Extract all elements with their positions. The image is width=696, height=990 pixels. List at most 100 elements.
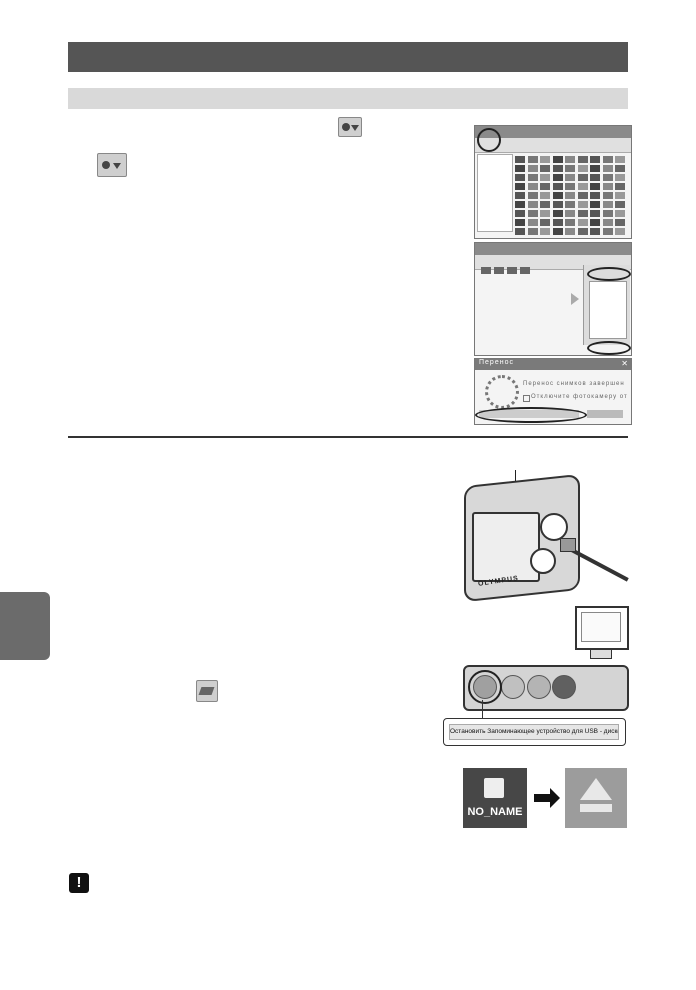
thumbnail[interactable] (565, 210, 575, 217)
thumbnail[interactable] (527, 219, 538, 226)
thumbnail[interactable] (565, 192, 575, 199)
thumbnail[interactable] (515, 219, 525, 226)
thumbnail[interactable] (565, 219, 575, 226)
thumbnail[interactable] (602, 210, 613, 217)
thumbnail[interactable] (515, 165, 525, 172)
thumbnail[interactable] (527, 183, 538, 190)
thumbnail[interactable] (577, 210, 588, 217)
thumbnail[interactable] (540, 183, 550, 190)
highlight-circle (477, 128, 501, 152)
thumbnail[interactable] (540, 174, 550, 181)
thumbnail[interactable] (590, 201, 600, 208)
thumbnail[interactable] (552, 210, 563, 217)
thumbnail[interactable] (615, 192, 625, 199)
highlight-ellipse (587, 267, 631, 281)
thumbnail[interactable] (552, 183, 563, 190)
thumbnail[interactable] (552, 165, 563, 172)
thumbnail[interactable] (527, 165, 538, 172)
thumbnail[interactable] (602, 156, 613, 163)
update-icon[interactable] (552, 675, 576, 699)
thumbnail[interactable] (615, 174, 625, 181)
thumbnail[interactable] (602, 174, 613, 181)
thumbnail[interactable] (590, 174, 600, 181)
thumbnail[interactable] (590, 219, 600, 226)
thumbnail[interactable] (590, 192, 600, 199)
network-icon[interactable] (501, 675, 525, 699)
thumbnail[interactable] (552, 174, 563, 181)
thumbnail[interactable] (515, 156, 525, 163)
thumbnail[interactable] (515, 210, 525, 217)
thumbnail[interactable] (565, 201, 575, 208)
thumbnail[interactable] (527, 210, 538, 217)
thumbnail[interactable] (565, 156, 575, 163)
thumbnail[interactable] (615, 201, 625, 208)
thumbnail[interactable] (527, 201, 538, 208)
thumbnail[interactable] (590, 183, 600, 190)
thumbnail[interactable] (602, 192, 613, 199)
monitor-stand (590, 649, 612, 659)
camera-lcd-screen (472, 512, 540, 582)
safely-remove-hardware-icon (196, 680, 218, 702)
thumbnail[interactable] (540, 228, 550, 235)
thumbnail[interactable] (577, 174, 588, 181)
thumbnail[interactable] (552, 156, 563, 163)
transfer-window-screenshot (474, 242, 632, 356)
thumbnail[interactable] (590, 165, 600, 172)
subsection-header-bar (68, 88, 628, 109)
thumbnail[interactable] (527, 174, 538, 181)
thumbnail[interactable] (565, 174, 575, 181)
thumbnail[interactable] (615, 156, 625, 163)
thumbnail[interactable] (565, 183, 575, 190)
thumbnail[interactable] (540, 156, 550, 163)
ok-button[interactable] (587, 410, 623, 418)
thumbnail[interactable] (615, 228, 625, 235)
thumbnail[interactable] (577, 219, 588, 226)
thumbnail[interactable] (552, 219, 563, 226)
thumbnail[interactable] (602, 201, 613, 208)
thumbnail[interactable] (602, 219, 613, 226)
security-icon[interactable] (527, 675, 551, 699)
thumbnail[interactable] (577, 228, 588, 235)
thumbnail[interactable] (577, 156, 588, 163)
close-icon: ✕ (621, 359, 628, 368)
thumbnail[interactable] (615, 183, 625, 190)
thumbnail[interactable] (590, 156, 600, 163)
thumbnail[interactable] (540, 192, 550, 199)
thumbnail[interactable] (615, 210, 625, 217)
thumbnail[interactable] (590, 228, 600, 235)
thumbnail[interactable] (615, 165, 625, 172)
arrow-right-icon (571, 293, 579, 305)
thumbnail[interactable] (577, 183, 588, 190)
thumbnail[interactable] (565, 165, 575, 172)
disconnect-checkbox[interactable] (523, 395, 530, 402)
thumbnail[interactable] (602, 165, 613, 172)
thumbnail[interactable] (552, 228, 563, 235)
thumbnail[interactable] (602, 183, 613, 190)
thumbnail[interactable] (540, 165, 550, 172)
thumbnail[interactable] (615, 219, 625, 226)
stop-device-menu-item[interactable]: Остановить Запоминающее устройство для U… (449, 724, 619, 740)
removable-drive-icon[interactable] (484, 778, 504, 798)
thumbnail[interactable] (540, 219, 550, 226)
thumbnail[interactable] (577, 192, 588, 199)
usb-plug (560, 538, 576, 552)
eject-icon-bar (580, 804, 612, 812)
thumbnail[interactable] (552, 192, 563, 199)
thumbnail[interactable] (515, 228, 525, 235)
thumbnail[interactable] (515, 174, 525, 181)
thumbnail[interactable] (552, 201, 563, 208)
thumbnail[interactable] (565, 228, 575, 235)
thumbnail[interactable] (540, 210, 550, 217)
thumbnail[interactable] (515, 183, 525, 190)
window-titlebar (475, 243, 631, 255)
thumbnail[interactable] (540, 201, 550, 208)
thumbnail[interactable] (602, 228, 613, 235)
thumbnail[interactable] (577, 201, 588, 208)
thumbnail[interactable] (590, 210, 600, 217)
thumbnail[interactable] (515, 201, 525, 208)
thumbnail[interactable] (515, 192, 525, 199)
thumbnail[interactable] (527, 156, 538, 163)
thumbnail[interactable] (527, 228, 538, 235)
thumbnail[interactable] (527, 192, 538, 199)
thumbnail[interactable] (577, 165, 588, 172)
